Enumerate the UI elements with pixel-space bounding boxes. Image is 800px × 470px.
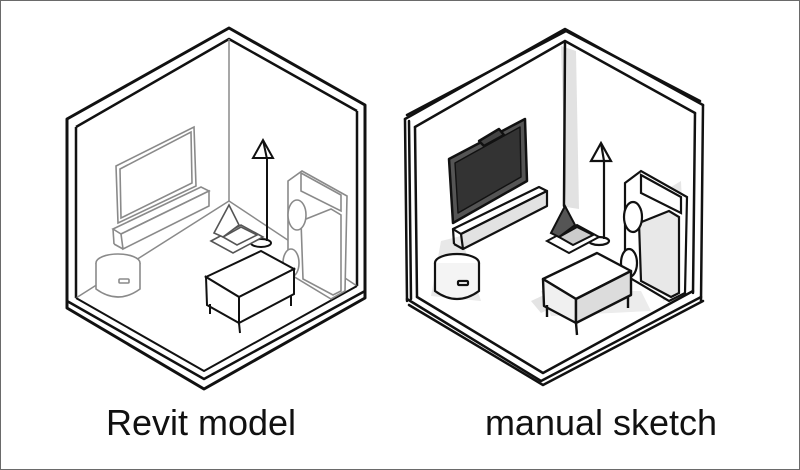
- manual-sketch-illustration: [403, 27, 705, 387]
- ottoman-bed: [203, 249, 297, 334]
- armchair: [619, 169, 689, 303]
- tv-screen: [115, 125, 197, 225]
- room-shell: [403, 27, 705, 387]
- floor-lamp: [587, 140, 613, 247]
- tv-console: [451, 185, 549, 251]
- laptop: [544, 203, 602, 255]
- pouf: [95, 253, 141, 298]
- laptop: [209, 203, 265, 254]
- tv-screen: [447, 117, 529, 225]
- pouf: [433, 252, 481, 301]
- caption-manual-sketch: manual sketch: [484, 402, 718, 443]
- tv-console: [111, 186, 211, 251]
- caption-revit-model: Revit model: [105, 402, 297, 443]
- ottoman-bed: [541, 251, 633, 336]
- revit-model-illustration: [65, 26, 367, 391]
